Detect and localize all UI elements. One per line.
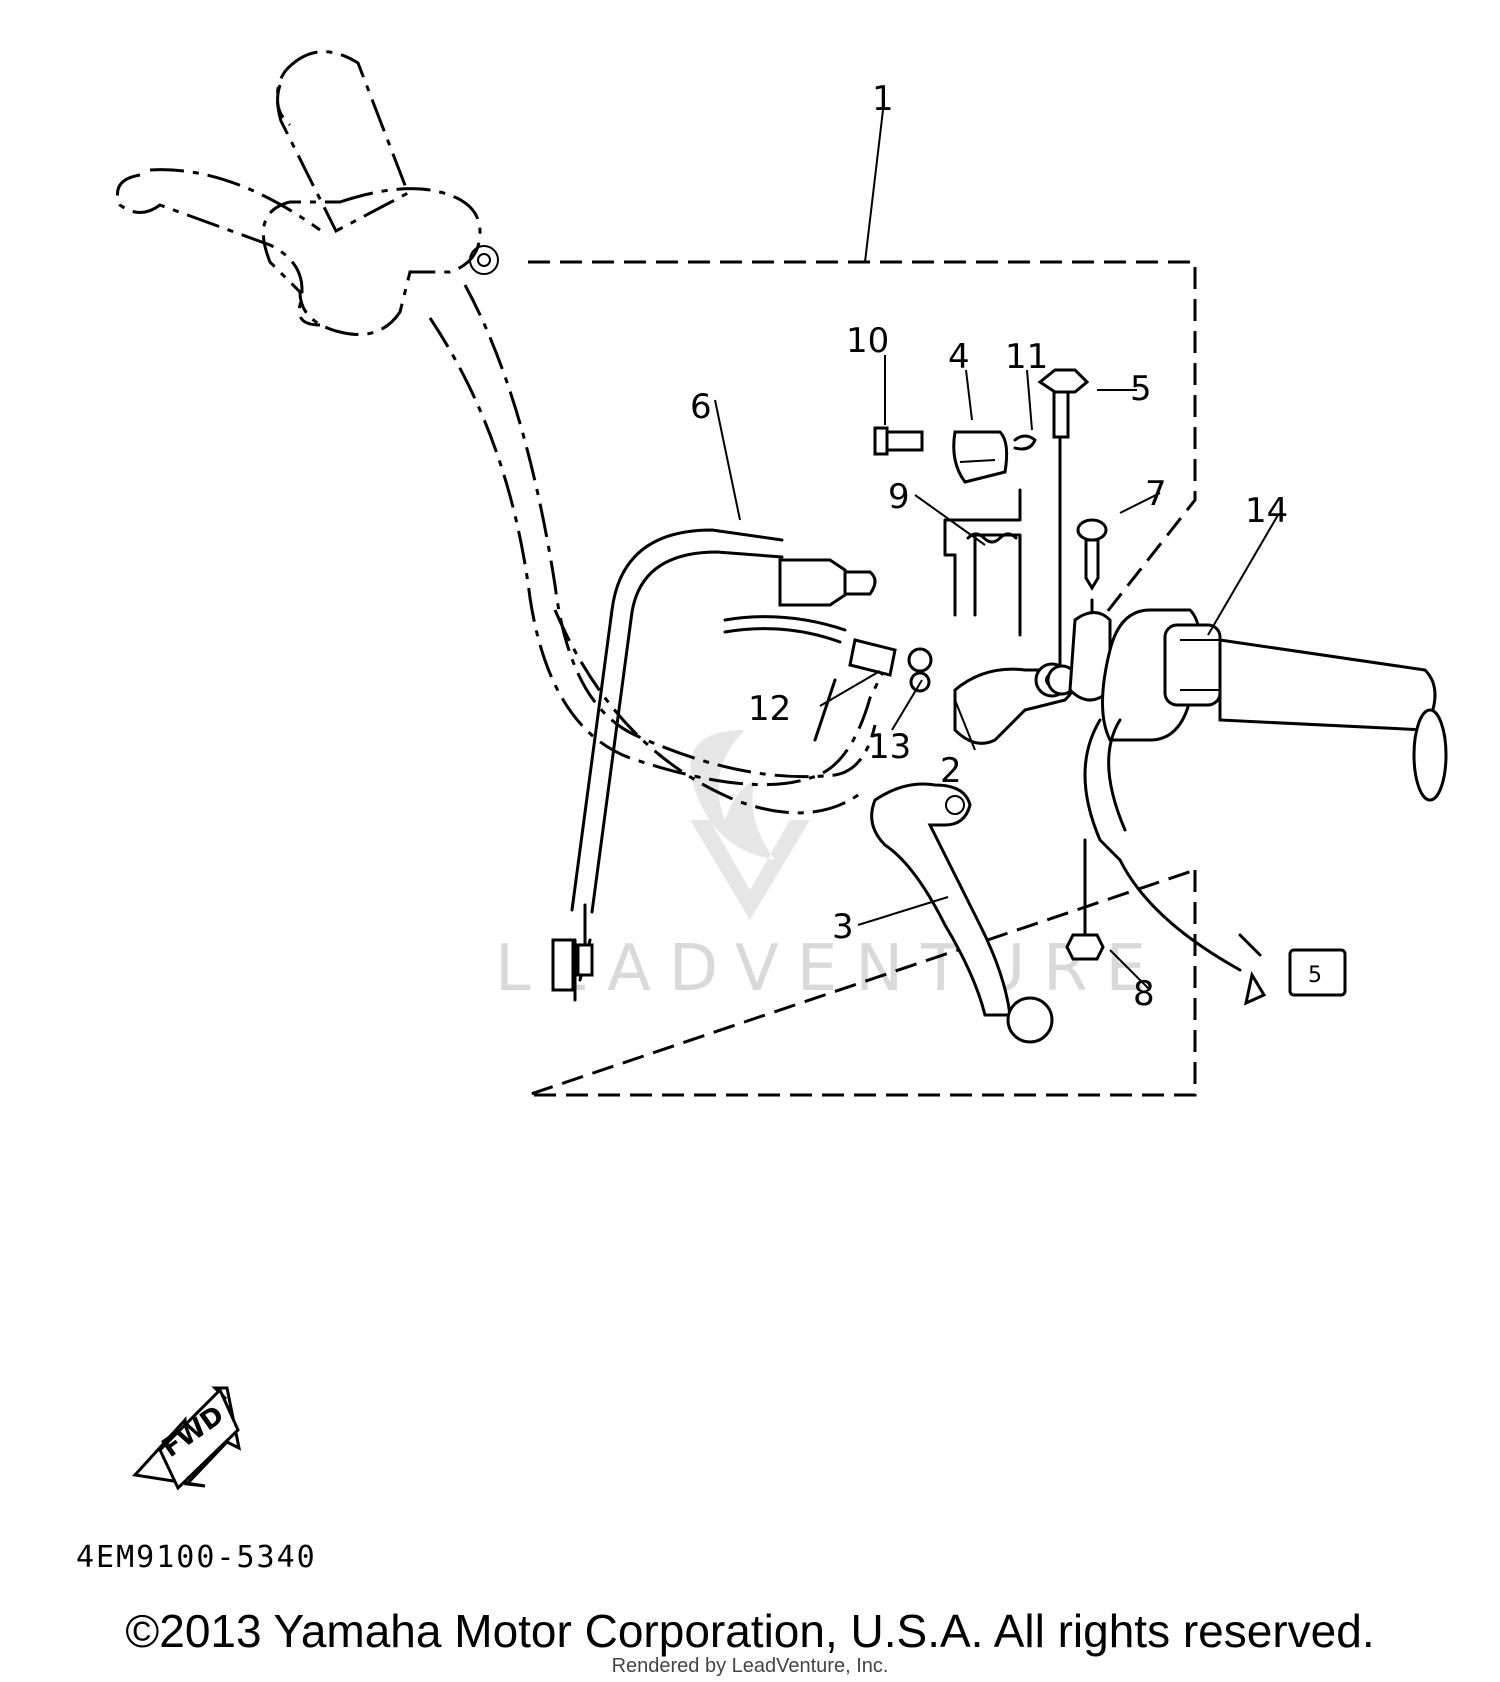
callout-1: 1 [872,79,894,119]
screw [1076,518,1108,622]
callout-3: 3 [832,907,854,947]
copyright-notice: ©2013 Yamaha Motor Corporation, U.S.A. A… [125,1605,1375,1657]
watermark-logo-icon [690,730,810,920]
spring [966,532,1018,544]
pivot-bolt [873,426,924,456]
callout-2: 2 [940,751,962,791]
nut [1065,838,1105,961]
connector-label: 5 [1308,963,1322,988]
watermark-text: LEADVENTURE [495,932,1164,1006]
lever-holder [943,488,1077,745]
rendered-by-credit: Rendered by LeadVenture, Inc. [611,1655,889,1677]
leader-lines [714,109,1279,991]
diagram-code: 4EM9100-5340 [76,1540,317,1575]
callout-10: 10 [846,321,889,361]
callout-4: 4 [948,337,970,377]
callout-9: 9 [888,477,910,517]
handlebar-tube-phantom [428,284,892,815]
handlebar-switch [1101,608,1448,802]
callout-11: 11 [1005,337,1048,377]
brake-switch-cable [551,528,877,1002]
callout-5: 5 [1130,369,1152,409]
bracket [952,430,1009,484]
clutch-cable-adjuster [723,615,933,742]
callout-13: 13 [868,727,911,767]
assembly-boundary [527,260,1197,1097]
callout-7: 7 [1145,474,1167,514]
callout-12: 12 [748,689,791,729]
callout-14: 14 [1245,491,1288,531]
callouts: 1 2 3 4 5 6 7 8 9 10 11 12 13 14 [690,79,1288,1014]
fwd-arrow-icon: FWD [132,1386,242,1491]
left-grip-phantom [116,50,499,336]
watermark: LEADVENTURE [495,730,1164,1006]
callout-8: 8 [1133,974,1155,1014]
clip [1013,434,1037,451]
callout-6: 6 [690,387,712,427]
switch-wire-harness: 5 [1083,718,1347,1006]
